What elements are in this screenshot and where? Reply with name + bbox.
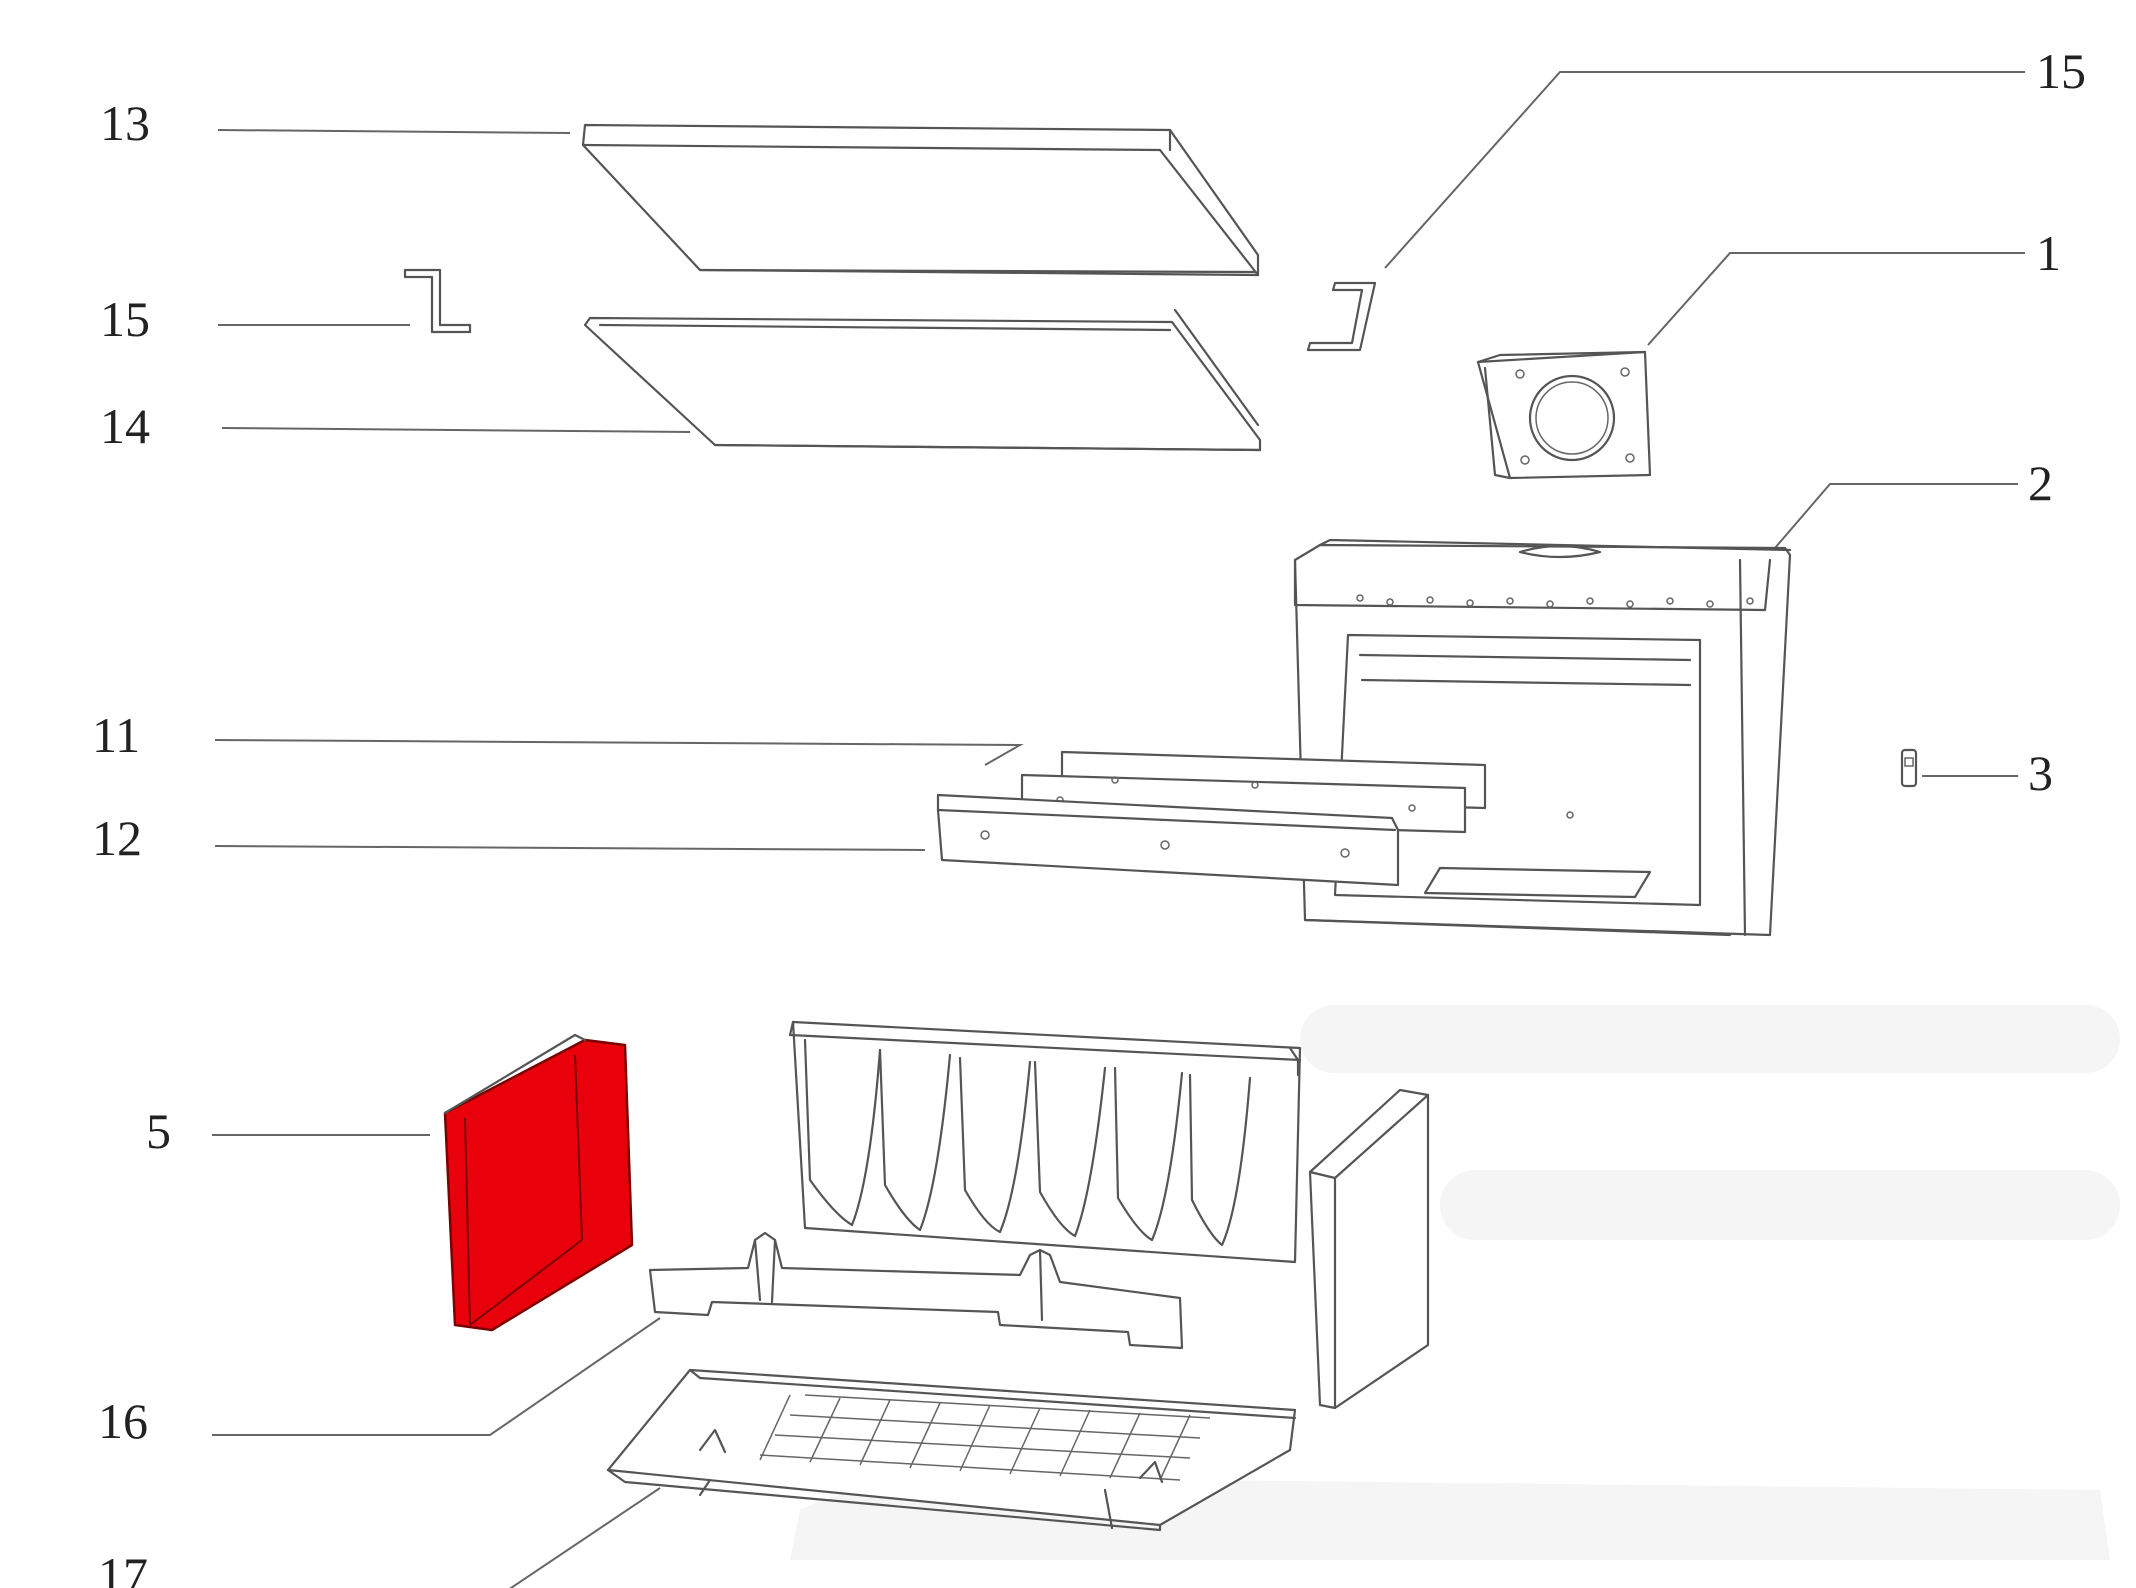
callout-13: 13 [100,95,150,151]
leader-16 [212,1317,661,1436]
part-5-red-fill [443,1038,634,1332]
callout-11: 11 [92,707,140,763]
leader-14 [221,427,691,433]
leader-1 [1647,252,2025,346]
leader-15-right [1384,71,2025,269]
callout-17: 17 [98,1547,148,1588]
grate-arches [803,1038,1252,1247]
part-14-lower-plate [583,308,1262,452]
callout-2: 2 [2028,455,2053,511]
callout-5: 5 [146,1103,171,1159]
leader-13 [217,129,571,134]
part-15-bracket-left [403,268,472,334]
part-15-bracket-right [1306,281,1377,352]
rear-fire-grate [788,1020,1302,1264]
callout-1: 1 [2036,225,2061,281]
callout-14: 14 [100,398,150,454]
callout-16: 16 [98,1393,148,1449]
callout-3: 3 [2028,745,2053,801]
part-1-flue-collar [1476,350,1652,480]
part-5-side-brick-highlighted [443,1033,634,1332]
leader-11 [214,739,1024,766]
right-side-brick [1308,1088,1430,1410]
grate-slots [759,1394,1211,1481]
leader-17 [509,1487,661,1588]
leader-12 [214,845,926,851]
part-3-clip [1900,748,1918,788]
leader-lines [212,71,2025,1588]
callout-12: 12 [92,810,142,866]
leader-2 [1774,483,2018,549]
callout-15-right: 15 [2036,43,2086,99]
part-13-top-plate [581,123,1260,277]
part-12-front-rail [936,793,1400,887]
firebox-rivets [1356,594,1754,819]
part-16-front-lip [648,1231,1184,1350]
callout-15-left: 15 [100,291,150,347]
part-2-firebox-body [1293,538,1792,937]
part-17-grate-base [606,1368,1297,1532]
callout-labels: 13 15 14 11 12 5 16 17 15 1 2 3 [92,43,2086,1588]
